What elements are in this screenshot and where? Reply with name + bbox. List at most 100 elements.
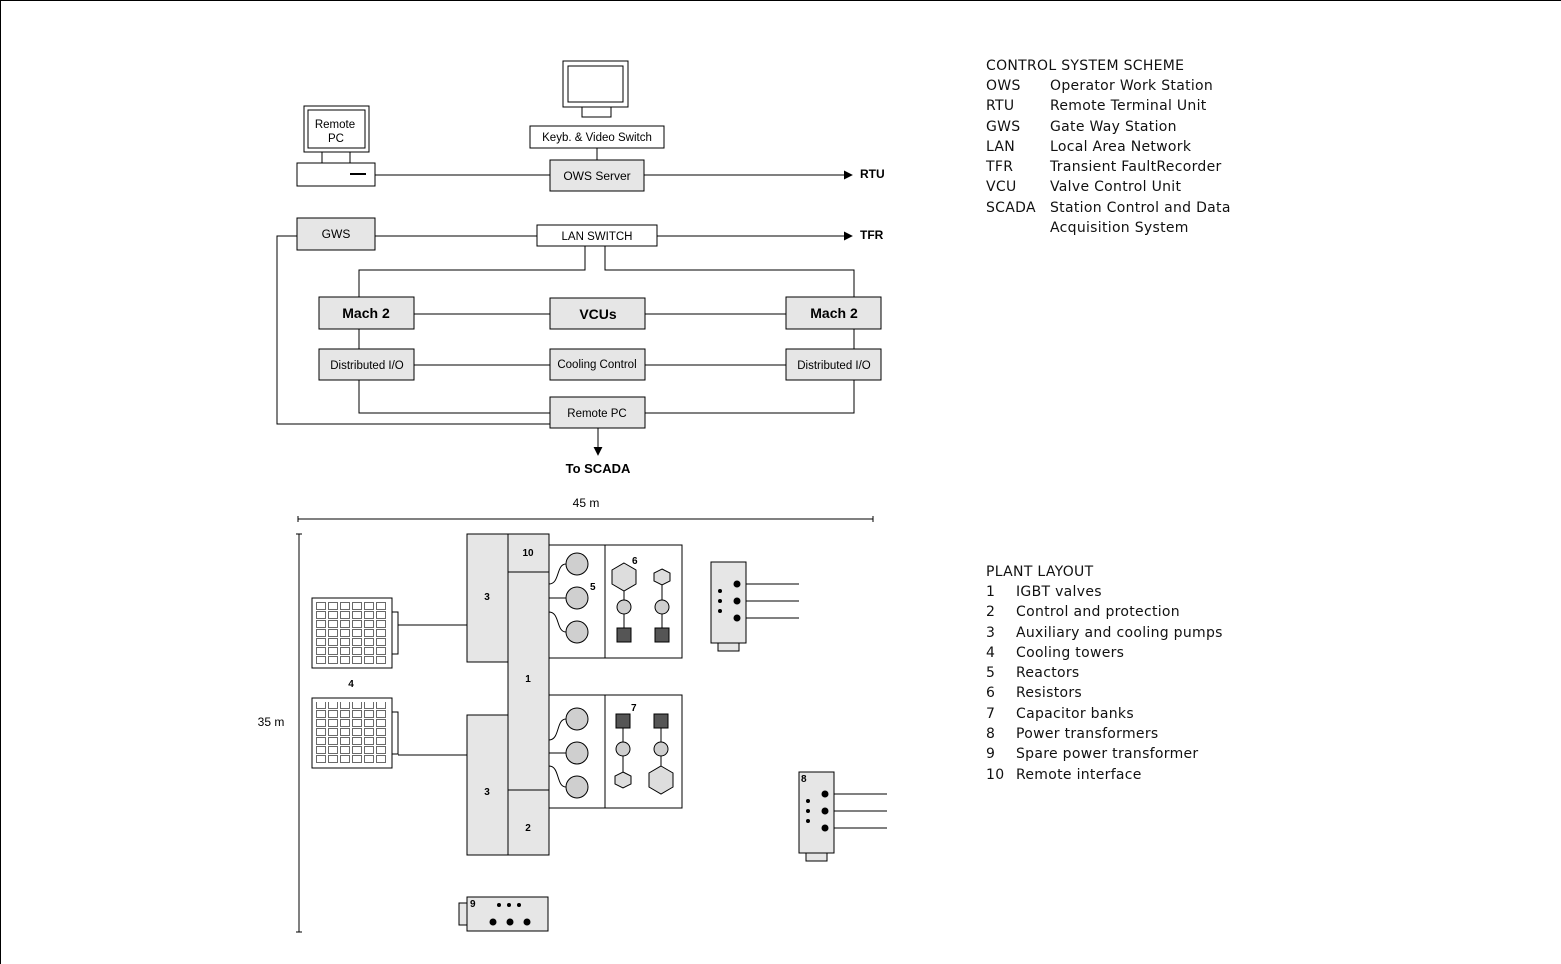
gws-label: GWS: [322, 227, 351, 241]
legend-desc: Operator Work Station: [1050, 78, 1214, 94]
plant-layout-diagram: 45 m 35 m 4 3 3: [258, 496, 887, 933]
legend-desc: Capacitor banks: [1016, 705, 1134, 722]
vcus-box: VCUs: [549, 297, 646, 330]
label-5: 5: [590, 582, 596, 593]
width-dimension: 45 m: [297, 496, 874, 522]
label-8: 8: [801, 774, 807, 785]
monitor-icon: [562, 60, 629, 118]
legend-num: 4: [986, 644, 996, 661]
reactor-icons-upper: 5: [548, 552, 596, 644]
cooling-tower-upper: [311, 597, 399, 669]
cooling-control-box: Cooling Control: [549, 348, 646, 381]
remote-pc-computer-icon: Remote PC: [296, 105, 376, 187]
legend-abbr: OWS: [986, 78, 1021, 94]
height-dimension-label: 35 m: [258, 715, 285, 729]
cooling-control-label: Cooling Control: [557, 359, 636, 371]
remote-pc-label-line1: Remote: [315, 119, 355, 131]
label-10: 10: [522, 548, 534, 559]
legend-row: 8 Power transformers: [986, 724, 1223, 744]
legend-row: TFR Transient FaultRecorder: [986, 157, 1231, 177]
plant-legend-title: PLANT LAYOUT: [986, 564, 1094, 580]
legend-abbr: TFR: [986, 159, 1014, 176]
power-transformer-upper: [710, 561, 799, 652]
lan-switch-box: LAN SWITCH: [536, 224, 658, 247]
legend-row: 5 Reactors: [986, 663, 1223, 683]
legend-row: 7 Capacitor banks: [986, 704, 1223, 724]
legend-num: 5: [986, 665, 996, 682]
ows-server-box: OWS Server: [549, 159, 645, 192]
capacitor-bank-icons: 7: [614, 703, 674, 795]
kvm-switch-box: Keyb. & Video Switch: [529, 125, 665, 149]
legend-row: OWS Operator Work Station: [986, 76, 1231, 96]
spare-power-transformer: 9: [458, 896, 549, 932]
label-3-upper: 3: [484, 592, 490, 603]
legend-desc: Power transformers: [1016, 726, 1159, 743]
height-dimension: 35 m: [258, 533, 302, 933]
power-transformer-lower: 8: [798, 771, 887, 862]
legend-desc: Cooling towers: [1016, 644, 1125, 661]
legend-row: GWS Gate Way Station: [986, 117, 1231, 137]
label-4: 4: [348, 679, 354, 690]
legend-num: 10: [986, 766, 1005, 783]
kvm-switch-label: Keyb. & Video Switch: [542, 132, 652, 144]
gws-box: GWS: [296, 217, 376, 251]
reactor-icons-lower: [548, 707, 589, 799]
legend-abbr: RTU: [986, 98, 1015, 115]
upper-filter-area: 5 6: [548, 544, 683, 659]
mach2-left-label: Mach 2: [342, 305, 390, 321]
legend-desc: Spare power transformer: [1016, 746, 1199, 763]
lan-switch-label: LAN SWITCH: [562, 231, 633, 243]
legend-desc: Remote Terminal Unit: [1050, 98, 1207, 115]
legend-desc: Local Area Network: [1050, 138, 1192, 155]
legend-desc: Reactors: [1016, 665, 1080, 682]
resistor-icons: 6: [611, 556, 671, 643]
mach2-right-label: Mach 2: [810, 305, 858, 321]
control-system-legend: CONTROL SYSTEM SCHEME OWS Operator Work S…: [986, 56, 1231, 238]
aux-cooling-pumps-lower: 3: [466, 714, 509, 856]
width-dimension-label: 45 m: [573, 496, 600, 510]
control-legend-title: CONTROL SYSTEM SCHEME: [986, 58, 1185, 74]
distributed-io-left-label: Distributed I/O: [330, 360, 404, 372]
legend-desc: Control and protection: [1016, 604, 1180, 621]
legend-row: 4 Cooling towers: [986, 643, 1223, 663]
legend-row: LAN Local Area Network: [986, 137, 1231, 157]
legend-abbr: GWS: [986, 118, 1021, 135]
distributed-io-left-box: Distributed I/O: [318, 348, 415, 381]
legend-desc: Station Control and Data: [1050, 199, 1231, 216]
ows-server-label: OWS Server: [563, 169, 630, 183]
legend-abbr: VCU: [986, 179, 1017, 196]
legend-abbr: SCADA: [986, 199, 1036, 216]
control-protection-block: 2: [507, 789, 550, 856]
legend-desc: Auxiliary and cooling pumps: [1016, 624, 1223, 641]
label-3-lower: 3: [484, 787, 490, 798]
label-1: 1: [525, 674, 531, 685]
label-6: 6: [632, 556, 638, 567]
legend-row: 10 Remote interface: [986, 765, 1223, 785]
to-scada-label: To SCADA: [566, 461, 631, 476]
legend-desc: Gate Way Station: [1050, 118, 1177, 135]
legend-abbr: LAN: [986, 138, 1016, 155]
remote-interface-block: 10: [507, 533, 550, 573]
label-2: 2: [525, 823, 531, 834]
rtu-label: RTU: [860, 167, 885, 181]
legend-num: 8: [986, 726, 996, 743]
cooling-tower-lower: [311, 697, 399, 769]
legend-num: 7: [986, 705, 996, 722]
legend-num: 2: [986, 604, 996, 621]
legend-row: RTU Remote Terminal Unit: [986, 96, 1231, 116]
legend-row: 2 Control and protection: [986, 602, 1223, 622]
legend-desc: Remote interface: [1016, 766, 1142, 783]
legend-desc: Resistors: [1016, 685, 1082, 702]
remote-pc-box: Remote PC: [549, 396, 646, 429]
legend-abbr: [986, 218, 1050, 238]
distributed-io-right-box: Distributed I/O: [785, 348, 882, 381]
legend-row: Acquisition System: [986, 218, 1231, 238]
legend-desc: Transient FaultRecorder: [1050, 159, 1222, 176]
